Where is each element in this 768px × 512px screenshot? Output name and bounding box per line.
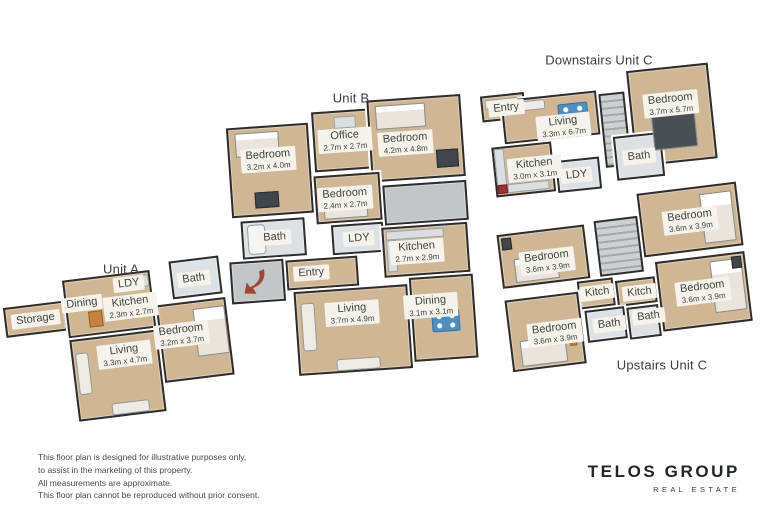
disclaimer-line: This floor plan is designed for illustra… [38,452,247,462]
disclaimer-line: This floor plan cannot be reproduced wit… [38,490,260,501]
room-label-bath: Bath [257,228,292,246]
bed [374,102,427,130]
dining-table [87,310,104,328]
stairs [593,215,644,277]
agency-logo: TELOS GROUP REAL ESTATE [588,462,740,494]
disclaimer-line: All measurements are approximate. [38,477,173,488]
tv-unit [500,237,513,251]
unit-c-downstairs-title: Downstairs Unit C [545,52,653,68]
desk [435,148,460,168]
unit-a-title: Unit A [103,261,139,277]
disclaimer: This floor plan is designed for illustra… [38,451,260,502]
stove [497,184,509,195]
unit-b-title: Unit B [332,90,370,106]
entry-arrow-icon [240,266,272,303]
logo-tagline: REAL ESTATE [653,485,740,494]
unit-c-upstairs-title: Upstairs Unit C [616,357,708,373]
disclaimer-line: to assist in the marketing of this prope… [38,464,193,475]
room-label-ldy: LDY [342,230,376,247]
tv-unit [730,255,743,269]
logo-name: TELOS GROUP [587,462,740,481]
desk [254,190,280,209]
unit-b-deck [382,179,469,226]
room-label-entry: Entry [292,264,330,282]
